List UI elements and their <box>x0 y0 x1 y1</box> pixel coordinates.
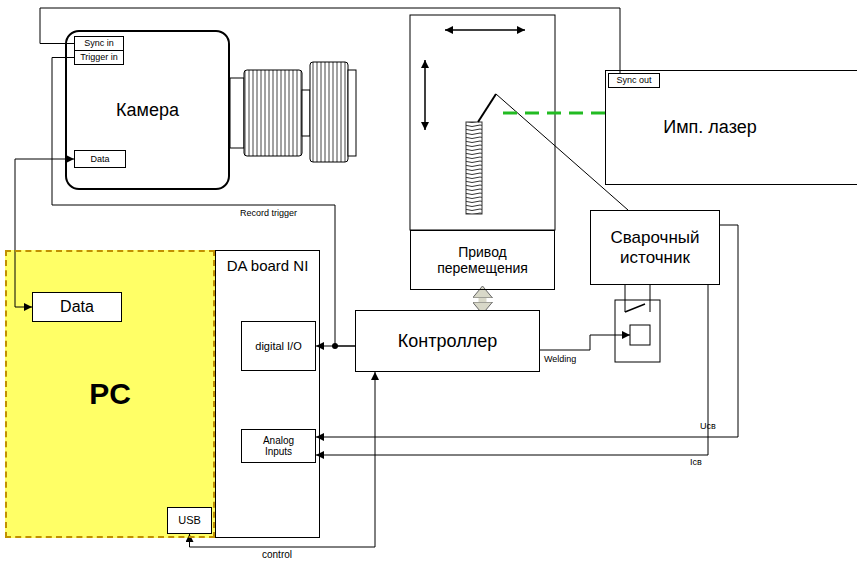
pc-fill <box>5 250 215 538</box>
lens-front <box>348 70 356 156</box>
node-label: Data <box>90 154 109 164</box>
drive-box: Привод перемещения <box>410 230 555 290</box>
node-label: Привод перемещения <box>428 244 538 276</box>
port-box: Trigger in <box>74 50 124 65</box>
relay-coil <box>630 325 650 345</box>
axis-arrow <box>424 60 426 130</box>
lens-barrel <box>244 70 302 156</box>
torch-coil <box>466 122 482 214</box>
node-label: Имп. лазер <box>663 117 756 138</box>
node-label: USB <box>178 514 201 527</box>
lens-ring <box>310 62 348 162</box>
node-label: Сварочный источник <box>600 228 710 267</box>
signal-label: Welding <box>544 354 576 364</box>
lens-neck <box>302 90 310 136</box>
welding-wire <box>540 335 630 350</box>
daq-board-box: DA board NI digital I/O Analog Inputs <box>215 250 320 538</box>
power-source-box: Сварочный источник <box>590 210 720 285</box>
lens-mount <box>230 78 244 148</box>
switch-wire <box>625 285 626 312</box>
welding-cable <box>496 94 628 210</box>
node-label: PC <box>89 377 131 412</box>
signal-label: Uсв <box>700 421 716 431</box>
data-port-box: Data <box>32 292 122 322</box>
signal-label: Iсв <box>690 457 702 467</box>
node-label: Data <box>60 298 94 316</box>
node-label: Trigger in <box>80 52 118 62</box>
port-box: Sync in <box>74 36 124 51</box>
pc-region: PC DataUSB <box>5 250 215 538</box>
laser-box: Имп. лазер Sync out <box>605 70 857 185</box>
io-box: Analog Inputs <box>241 429 316 463</box>
node-label: digital I/O <box>255 340 301 353</box>
signal-wire <box>190 372 376 547</box>
node-label: Analog Inputs <box>249 435 309 458</box>
io-box: digital I/O <box>241 321 316 371</box>
switch-contact <box>625 304 645 312</box>
camera-body: Камера Sync in Trigger in Data <box>65 30 230 190</box>
usb-port-box: USB <box>167 507 212 534</box>
block-arrow <box>479 298 487 302</box>
controller-box: Контроллер <box>355 310 540 372</box>
signal-wire <box>40 8 620 73</box>
signal-label: control <box>262 549 292 561</box>
switch-box <box>615 300 660 362</box>
switch-wire <box>650 285 651 312</box>
node-label: DA board NI <box>227 257 309 274</box>
laser-beam <box>500 112 605 115</box>
axis-arrow <box>445 29 525 31</box>
torch-tip <box>478 94 496 122</box>
port-box: Sync out <box>608 73 660 88</box>
node-label: Sync out <box>616 75 651 85</box>
node-label: Контроллер <box>398 331 497 352</box>
motion-frame <box>410 15 555 230</box>
port-box: Data <box>74 150 126 168</box>
node-label: Камера <box>116 100 179 121</box>
signal-wire <box>316 225 738 437</box>
signal-label: Record trigger <box>240 208 297 218</box>
junction-dot <box>332 343 338 349</box>
node-label: Sync in <box>84 38 114 48</box>
